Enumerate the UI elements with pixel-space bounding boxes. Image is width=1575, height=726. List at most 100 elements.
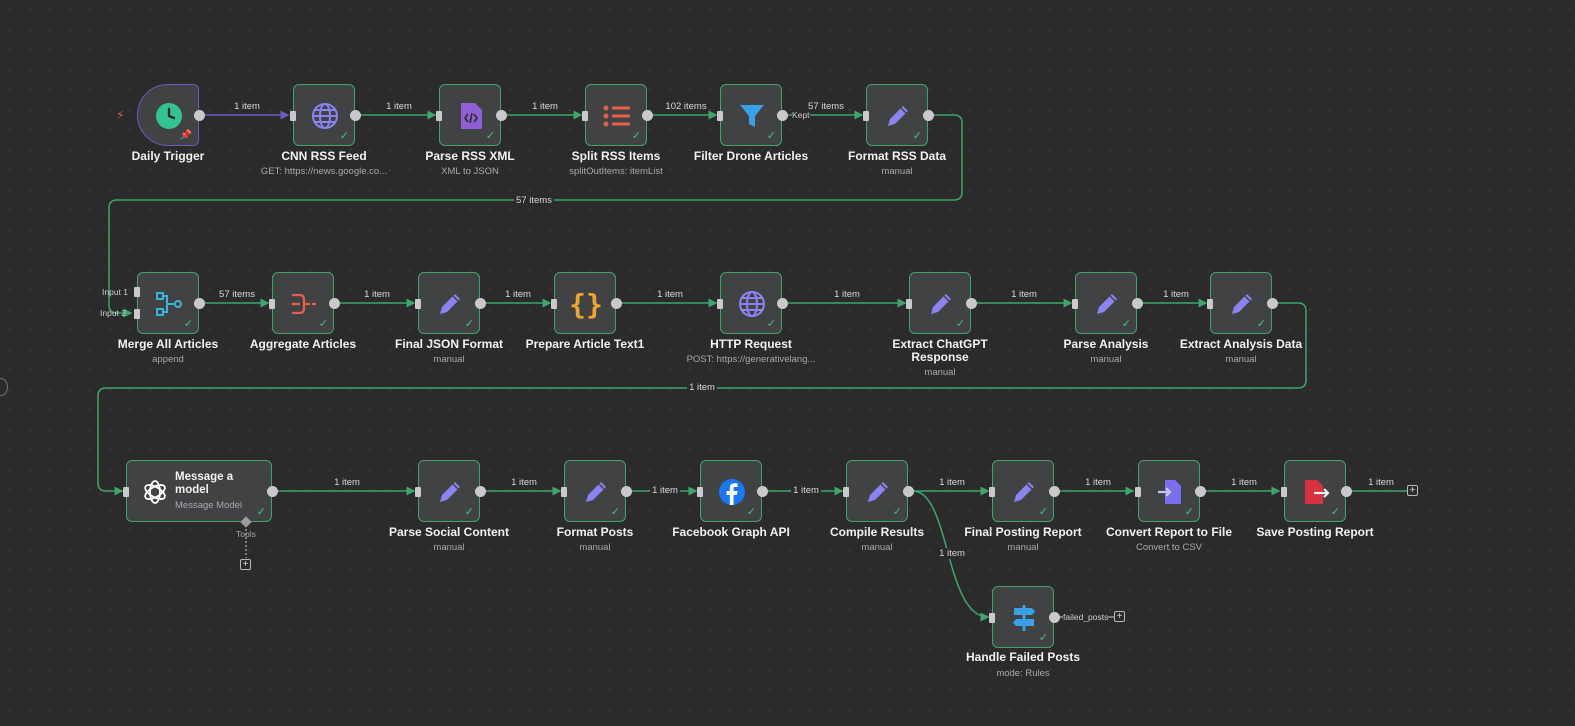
input-port[interactable] — [717, 299, 723, 309]
pencil-icon — [432, 286, 468, 322]
success-check-icon: ✓ — [1038, 506, 1048, 518]
node-format-posts[interactable]: ✓ — [561, 460, 632, 522]
output-port[interactable] — [966, 298, 977, 309]
output-port[interactable] — [1195, 486, 1206, 497]
kept-output-label: Kept — [792, 110, 810, 120]
node-format-rss-data[interactable]: ✓ — [863, 84, 934, 146]
add-node-button[interactable]: + — [1114, 611, 1125, 622]
input-port[interactable] — [843, 487, 849, 497]
edge-label: 102 items — [663, 101, 709, 112]
output-port[interactable] — [757, 486, 768, 497]
pencil-icon — [578, 474, 614, 510]
pencil-icon — [432, 474, 468, 510]
node-compile-results[interactable]: ✓ — [843, 460, 914, 522]
node-subtitle: manual — [881, 166, 913, 177]
pencil-icon — [1006, 474, 1042, 510]
add-node-button[interactable]: + — [1407, 485, 1418, 496]
output-port[interactable] — [1132, 298, 1143, 309]
input-port[interactable] — [906, 299, 912, 309]
output-port[interactable] — [350, 110, 361, 121]
input-port[interactable] — [717, 111, 723, 121]
output-port[interactable] — [194, 110, 205, 121]
success-check-icon: ✓ — [318, 318, 328, 330]
input-port[interactable] — [290, 111, 296, 121]
node-parse-rss-xml[interactable]: ✓ — [436, 84, 507, 146]
node-final-posting-report[interactable]: ✓ — [989, 460, 1060, 522]
input-port[interactable] — [415, 299, 421, 309]
input-port[interactable] — [551, 299, 557, 309]
output-port[interactable] — [777, 110, 788, 121]
node-title: Parse Social Content — [388, 525, 510, 539]
input-port[interactable] — [269, 299, 275, 309]
node-message-a-model[interactable]: Message a model Message Model ✓ — [123, 460, 278, 522]
input-port-2[interactable] — [134, 309, 140, 319]
node-final-json-format[interactable]: ✓ — [415, 272, 486, 334]
output-port[interactable] — [267, 486, 278, 497]
node-aggregate-articles[interactable]: ✓ — [269, 272, 340, 334]
output-port[interactable] — [496, 110, 507, 121]
node-extract-chatgpt-response[interactable]: ✓ — [906, 272, 977, 334]
output-port[interactable] — [1341, 486, 1352, 497]
edge-label: 1 item — [362, 289, 392, 300]
input-port[interactable] — [1281, 487, 1287, 497]
edge-label: 1 item — [791, 485, 821, 496]
node-daily-trigger[interactable]: 📌 — [137, 84, 205, 146]
success-check-icon: ✓ — [746, 506, 756, 518]
node-title: Aggregate Articles — [249, 337, 357, 351]
output-port[interactable] — [1267, 298, 1278, 309]
node-filter-drone-articles[interactable]: ✓ — [717, 84, 788, 146]
list-icon — [599, 98, 635, 134]
input-port[interactable] — [863, 111, 869, 121]
node-title: Merge All Articles — [117, 337, 219, 351]
node-parse-social-content[interactable]: ✓ — [415, 460, 486, 522]
input-port[interactable] — [1207, 299, 1213, 309]
input-port[interactable] — [436, 111, 442, 121]
success-check-icon: ✓ — [1121, 318, 1131, 330]
output-port[interactable] — [1049, 612, 1060, 623]
input-port[interactable] — [123, 487, 129, 497]
node-title: CNN RSS Feed — [281, 149, 367, 163]
output-port[interactable] — [903, 486, 914, 497]
output-port[interactable] — [475, 298, 486, 309]
node-extract-analysis-data[interactable]: ✓ — [1207, 272, 1278, 334]
node-parse-analysis[interactable]: ✓ — [1072, 272, 1143, 334]
input-port-1[interactable] — [134, 287, 140, 297]
input-port[interactable] — [1135, 487, 1141, 497]
output-port[interactable] — [194, 298, 205, 309]
input-port[interactable] — [1072, 299, 1078, 309]
output-port[interactable] — [475, 486, 486, 497]
node-title: Message a model — [175, 471, 234, 496]
add-tool-button[interactable]: + — [240, 559, 251, 570]
output-port[interactable] — [1049, 486, 1060, 497]
input-port[interactable] — [989, 613, 995, 623]
output-port[interactable] — [642, 110, 653, 121]
node-convert-report-to-file[interactable]: ✓ — [1135, 460, 1206, 522]
edge-label: 1 item — [655, 289, 685, 300]
output-port[interactable] — [329, 298, 340, 309]
input-port[interactable] — [415, 487, 421, 497]
output-port[interactable] — [611, 298, 622, 309]
input-port[interactable] — [561, 487, 567, 497]
canvas-edge-handle[interactable] — [0, 378, 8, 396]
edge-label: 1 item — [509, 477, 539, 488]
node-cnn-rss-feed[interactable]: ✓ — [290, 84, 361, 146]
node-facebook-graph-api[interactable]: ✓ — [697, 460, 768, 522]
input-port[interactable] — [697, 487, 703, 497]
node-split-rss-items[interactable]: ✓ — [582, 84, 653, 146]
node-save-posting-report[interactable]: ✓ — [1281, 460, 1352, 522]
merge-icon — [151, 286, 187, 322]
node-handle-failed-posts[interactable]: ✓ — [989, 586, 1060, 648]
output-port[interactable] — [923, 110, 934, 121]
input-port[interactable] — [989, 487, 995, 497]
success-check-icon: ✓ — [256, 506, 266, 518]
pencil-icon — [860, 474, 896, 510]
node-subtitle: manual — [1007, 542, 1039, 553]
node-merge-all-articles[interactable]: ✓ — [134, 272, 205, 334]
node-prepare-article-text1[interactable]: {} — [551, 272, 622, 334]
node-subtitle: manual — [924, 367, 956, 378]
input-port[interactable] — [582, 111, 588, 121]
node-http-request[interactable]: ✓ — [717, 272, 788, 334]
output-port[interactable] — [777, 298, 788, 309]
output-port[interactable] — [621, 486, 632, 497]
